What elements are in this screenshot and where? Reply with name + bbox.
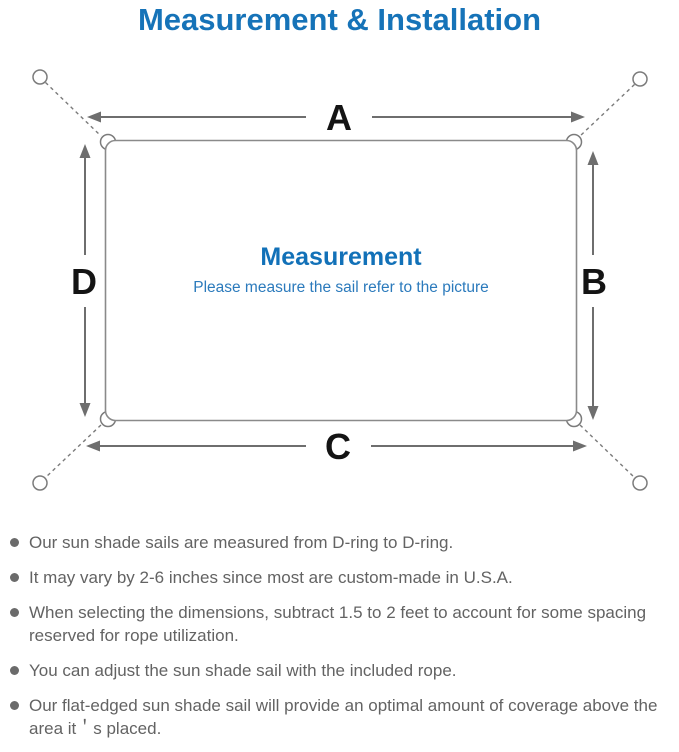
rope-line-top-left <box>45 81 102 137</box>
note-text: Our sun shade sails are measured from D-… <box>29 533 454 552</box>
anchor-point-top-right <box>632 71 648 87</box>
bullet-icon <box>10 701 19 710</box>
notes-list: Our sun shade sails are measured from D-… <box>10 531 674 752</box>
note-text: Our flat-edged sun shade sail will provi… <box>29 696 658 738</box>
anchor-points <box>32 69 648 491</box>
shade-sail-outline <box>104 139 578 422</box>
measurement-heading: Measurement <box>260 243 422 271</box>
arrowhead-right-icon <box>571 111 585 123</box>
bullet-icon <box>10 608 19 617</box>
arrowhead-down-icon <box>79 403 91 417</box>
note-text: You can adjust the sun shade sail with t… <box>29 661 457 680</box>
bullet-icon <box>10 538 19 547</box>
dimension-b: B <box>581 151 607 420</box>
arrowhead-left-icon <box>87 111 101 123</box>
rope-lines <box>45 81 635 479</box>
dimension-label-c: C <box>325 426 351 467</box>
dimension-label-a: A <box>326 97 352 138</box>
dimension-label-d: D <box>71 261 97 302</box>
dimension-label-b: B <box>581 261 607 302</box>
rope-line-bottom-right <box>579 424 635 479</box>
note-text: When selecting the dimensions, subtract … <box>29 603 647 645</box>
list-item: You can adjust the sun shade sail with t… <box>10 659 674 682</box>
note-text: It may vary by 2-6 inches since most are… <box>29 568 513 587</box>
arrowhead-down-icon <box>587 406 599 420</box>
rope-line-top-right <box>579 83 635 137</box>
dimension-c: C <box>86 426 587 467</box>
arrowhead-up-icon <box>587 151 599 165</box>
list-item: Our flat-edged sun shade sail will provi… <box>10 694 674 740</box>
page-title: Measurement & Installation <box>137 2 542 37</box>
sail-center-caption: Measurement Please measure the sail refe… <box>105 243 577 297</box>
arrowhead-up-icon <box>79 144 91 158</box>
anchor-point-bottom-left <box>32 475 48 491</box>
list-item: Our sun shade sails are measured from D-… <box>10 531 674 554</box>
arrowhead-right-icon <box>573 440 587 452</box>
anchor-point-top-left <box>32 69 48 85</box>
rope-line-bottom-left <box>45 424 102 479</box>
dimension-a: A <box>87 97 585 138</box>
bullet-icon <box>10 666 19 675</box>
dimension-d: D <box>71 144 97 417</box>
anchor-point-bottom-right <box>632 475 648 491</box>
bullet-icon <box>10 573 19 582</box>
measurement-diagram: A C D B <box>32 69 648 491</box>
list-item: It may vary by 2-6 inches since most are… <box>10 566 674 589</box>
arrowhead-left-icon <box>86 440 100 452</box>
list-item: When selecting the dimensions, subtract … <box>10 601 674 647</box>
measurement-subheading: Please measure the sail refer to the pic… <box>193 279 489 296</box>
